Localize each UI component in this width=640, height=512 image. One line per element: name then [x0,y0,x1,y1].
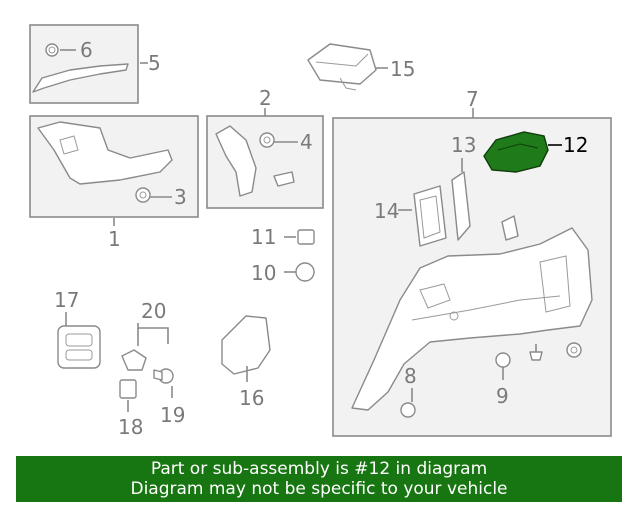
callout-14[interactable]: 14 [374,199,399,223]
callout-20[interactable]: 20 [141,299,166,323]
callout-8[interactable]: 8 [404,364,417,388]
cover-16-drawing [221,315,271,375]
callout-9[interactable]: 9 [496,384,509,408]
banner-line-1: Part or sub-assembly is #12 in diagram [150,459,488,479]
pillar-trim-drawing [215,125,257,197]
callout-6[interactable]: 6 [80,38,93,62]
part-16-group [221,315,271,382]
callout-19[interactable]: 19 [160,403,185,427]
part-15-group [307,43,388,91]
bulb-socket-drawing [121,349,147,371]
callout-11[interactable]: 11 [251,225,276,249]
parts-diagram: 6 5 3 1 4 2 15 11 10 [29,24,612,439]
grille-14-drawing [413,185,447,247]
callout-5[interactable]: 5 [148,51,161,75]
trim-strip-drawing [32,63,129,93]
part-1-group [29,115,199,226]
part-12-highlight[interactable] [483,131,549,173]
callout-4[interactable]: 4 [300,130,313,154]
bracket-13-drawing [451,171,471,241]
callout-10[interactable]: 10 [251,261,276,285]
module-15-drawing [307,43,377,85]
callout-2[interactable]: 2 [259,86,272,110]
connector-11-drawing [297,229,315,245]
clip-8-drawing [400,402,416,418]
callout-16[interactable]: 16 [239,386,264,410]
part-20-group [119,323,174,412]
callout-18[interactable]: 18 [118,415,143,439]
callout-17[interactable]: 17 [54,288,79,312]
banner-line-2: Diagram may not be specific to your vehi… [130,479,508,499]
callout-15[interactable]: 15 [390,57,415,81]
clip-4-drawing [259,132,275,148]
lamp-18-drawing [119,379,137,399]
callout-3[interactable]: 3 [174,185,187,209]
switch-17-drawing [57,325,101,369]
clip-9-drawing [495,352,511,368]
clip-6-drawing [45,43,59,57]
callout-1[interactable]: 1 [108,227,121,251]
part-5-group [29,24,148,104]
part-17-group [57,312,101,369]
info-banner: Part or sub-assembly is #12 in diagram D… [16,456,622,502]
grommet-10-drawing [295,262,315,282]
clip-3-drawing [135,187,151,203]
quarter-panel-drawing [37,121,173,185]
callout-13[interactable]: 13 [451,133,476,157]
part-10-group [284,262,315,282]
callout-12[interactable]: 12 [563,133,588,157]
part-7-group [332,108,612,437]
trim-panel-drawing [351,227,593,411]
part-2-group [206,108,324,209]
part-11-group [284,229,315,245]
callout-7[interactable]: 7 [466,87,479,111]
bracket-drawing [273,171,295,187]
